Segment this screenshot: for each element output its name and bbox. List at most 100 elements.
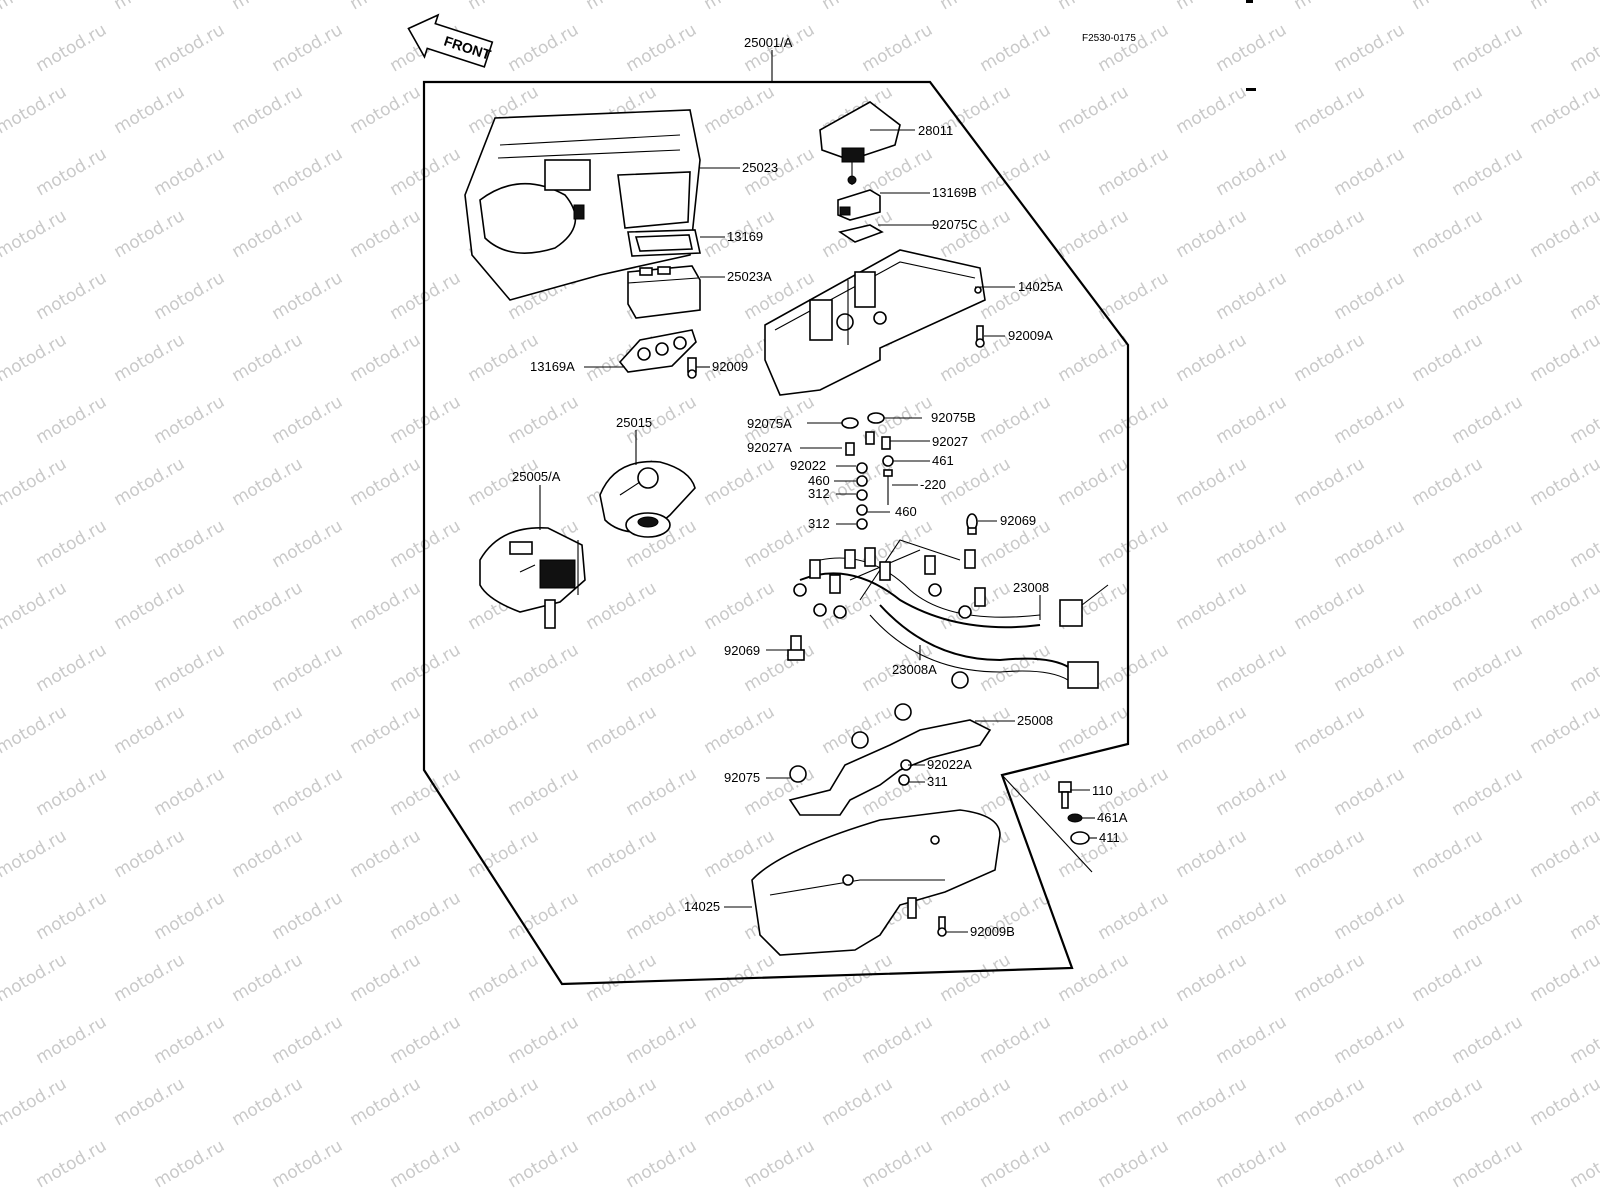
watermark-text: motod.ru [0, 206, 70, 262]
watermark-text: motod.ru [937, 330, 1015, 386]
watermark-text: motod.ru [977, 144, 1055, 200]
watermark-text: motod.ru [1055, 702, 1133, 758]
watermark-text: motod.ru [1409, 950, 1487, 1006]
watermark-text: motod.ru [33, 1012, 111, 1068]
watermark-text: motod.ru [1291, 82, 1369, 138]
watermark-text: motod.ru [819, 1074, 897, 1130]
watermark-text: motod.ru [1291, 330, 1369, 386]
watermark-text: motod.ru [269, 640, 347, 696]
watermark-text: motod.ru [1331, 888, 1409, 944]
watermark-text: motod.ru [33, 516, 111, 572]
watermark-text: motod.ru [1173, 950, 1251, 1006]
watermark-text: motod.ru [1095, 144, 1173, 200]
watermark-text: motod.ru [229, 330, 307, 386]
watermark-text: motod.ru [151, 144, 229, 200]
cover-14025 [751, 809, 1001, 956]
watermark-text: motod.ru [1567, 1136, 1600, 1192]
watermark-text: motod.ru [0, 826, 70, 882]
watermark-text: motod.ru [1291, 950, 1369, 1006]
watermark-text: motod.ru [583, 826, 661, 882]
watermark-text: motod.ru [0, 454, 70, 510]
watermark-text: motod.ru [0, 0, 70, 14]
callout-92022: 92022 [790, 458, 826, 473]
bracket-13169B [837, 189, 881, 221]
watermark-text: motod.ru [741, 1136, 819, 1192]
watermark-text: motod.ru [977, 1012, 1055, 1068]
case-14025A [764, 249, 986, 396]
watermark-text: motod.ru [505, 392, 583, 448]
watermark-text: motod.ru [1567, 516, 1600, 572]
watermark-text: motod.ru [505, 888, 583, 944]
damper-92075C [838, 224, 884, 243]
callout-25005A: 25005/A [512, 469, 561, 484]
watermark-text: motod.ru [229, 578, 307, 634]
watermark-text: motod.ru [111, 950, 189, 1006]
watermark-text: motod.ru [1409, 702, 1487, 758]
watermark-text: motod.ru [1409, 826, 1487, 882]
front-arrow: FRONT [407, 13, 494, 68]
watermark-text: motod.ru [0, 330, 70, 386]
watermark-text: motod.ru [1055, 0, 1133, 14]
watermark-text: motod.ru [269, 20, 347, 76]
watermark-text: motod.ru [33, 268, 111, 324]
watermark-text: motod.ru [33, 144, 111, 200]
watermark-text: motod.ru [269, 1136, 347, 1192]
watermark-text: motod.ru [151, 764, 229, 820]
watermark-text: motod.ru [269, 888, 347, 944]
watermark-text: motod.ru [465, 702, 543, 758]
watermark-text: motod.ru [977, 392, 1055, 448]
watermark-text: motod.ru [1095, 392, 1173, 448]
watermark-text: motod.ru [1331, 268, 1409, 324]
watermark-text: motod.ru [111, 702, 189, 758]
watermark-text: motod.ru [0, 578, 70, 634]
watermark-text: motod.ru [1173, 826, 1251, 882]
watermark-text: motod.ru [623, 764, 701, 820]
watermark-text: motod.ru [1409, 1074, 1487, 1130]
watermark-text: motod.ru [1449, 516, 1527, 572]
watermark-text: motod.ru [347, 1074, 425, 1130]
indicator-25023A [627, 265, 701, 319]
bracket-25008 [788, 719, 992, 816]
watermark-text: motod.ru [505, 764, 583, 820]
watermark-text: motod.ru [1331, 764, 1409, 820]
watermark-text: motod.ru [1055, 1074, 1133, 1130]
callout-25008: 25008 [1017, 713, 1053, 728]
watermark-text: motod.ru [111, 82, 189, 138]
callout-labels: 28011 25023 13169B 92075C 13169 25023A 1… [512, 123, 1128, 939]
watermark-text: motod.ru [1409, 454, 1487, 510]
watermark-text: motod.ru [701, 82, 779, 138]
screw-92009A [975, 325, 985, 348]
watermark-text: motod.ru [1095, 1136, 1173, 1192]
bulb-92069-upper [966, 513, 978, 535]
watermark-text: motod.ru [1291, 454, 1369, 510]
callout-92075A: 92075A [747, 416, 792, 431]
watermark-text: motod.ru [1291, 702, 1369, 758]
watermark-text: motod.ru [151, 392, 229, 448]
watermark-text: motod.ru [269, 268, 347, 324]
watermark-text: motod.ru [111, 454, 189, 510]
callout-14025A: 14025A [1018, 279, 1063, 294]
watermark-text: motod.ru [937, 206, 1015, 262]
holder-13169A [618, 329, 697, 373]
watermark-text: motod.ru [1213, 516, 1291, 572]
watermark-text: motod.ru [701, 1074, 779, 1130]
watermark-text: motod.ru [741, 1012, 819, 1068]
watermark-text: motod.ru [583, 578, 661, 634]
watermark-text: motod.ru [1409, 330, 1487, 386]
watermark-text: motod.ru [1055, 206, 1133, 262]
callout-92075: 92075 [724, 770, 760, 785]
watermark-text: motod.ru [505, 20, 583, 76]
watermark-text: motod.ru [1173, 206, 1251, 262]
watermark-text: motod.ru [229, 826, 307, 882]
watermark-text: motod.ru [347, 454, 425, 510]
wiring-harness-23008 [793, 539, 1109, 689]
watermark-text: motod.ru [1213, 20, 1291, 76]
watermark-text: motod.ru [1331, 640, 1409, 696]
watermark-text: motod.ru [977, 1136, 1055, 1192]
watermark-text: motod.ru [347, 578, 425, 634]
watermark-text: motod.ru [701, 454, 779, 510]
callout-312-upper: 312 [808, 486, 830, 501]
watermark-text: motod.ru [1291, 826, 1369, 882]
watermark-text: motod.ru [111, 826, 189, 882]
watermark-text: motod.ru [111, 330, 189, 386]
